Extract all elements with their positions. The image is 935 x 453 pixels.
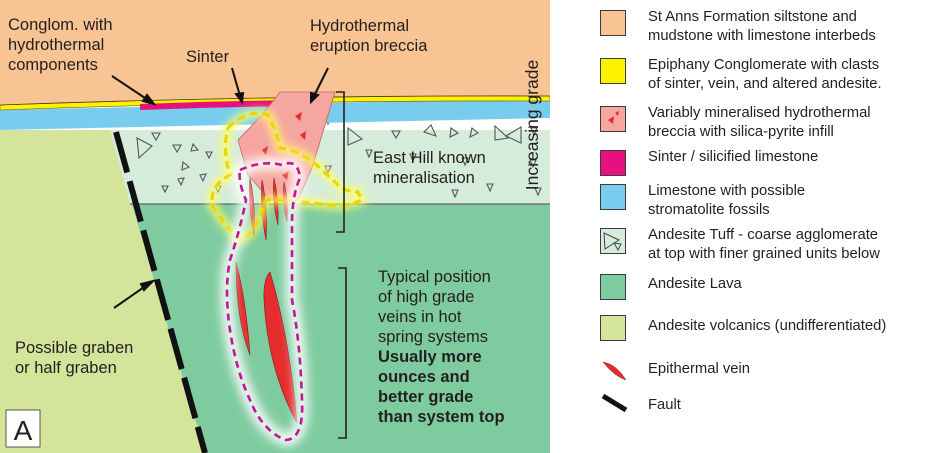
conglom-label: Conglom. with hydrothermal components: [8, 16, 113, 74]
label-line: Conglom. with: [8, 16, 113, 34]
label-line: eruption breccia: [310, 37, 428, 55]
legend-label-breccia: Variably mineralised hydrothermal brecci…: [648, 104, 935, 141]
label-line: better grade: [378, 388, 473, 406]
legend-swatch-st-anns: [600, 10, 626, 36]
legend-item-limestone: Limestone with possible stromatolite fos…: [600, 182, 935, 222]
label-line: or half graben: [15, 359, 117, 377]
label-line: Typical position: [378, 268, 491, 286]
label-line: Hydrothermal: [310, 17, 409, 35]
legend-swatch-sinter: [600, 150, 626, 176]
legend-label-fault: Fault: [648, 396, 935, 415]
geological-cross-section: Conglom. with hydrothermal components Sint…: [0, 0, 550, 453]
label-line: mineralisation: [373, 169, 475, 187]
panel-letter: A: [14, 415, 33, 446]
breccia-swatch-icon: [601, 107, 625, 131]
legend-label-andesite-lava: Andesite Lava: [648, 275, 935, 294]
legend-swatch-breccia: [600, 106, 626, 132]
legend-item-andesite-tuff: Andesite Tuff - coarse agglomerate at to…: [600, 226, 935, 266]
triangle-clast-icon: [601, 229, 625, 253]
fault-icon: [600, 390, 630, 420]
legend-swatch-limestone: [600, 184, 626, 210]
label-line: components: [8, 56, 98, 74]
label-line: Sinter: [186, 48, 230, 66]
legend-swatch-epiphany: [600, 58, 626, 84]
legend-label-st-anns: St Anns Formation siltstone and mudstone…: [648, 8, 935, 45]
legend-label-andesite-volcanics: Andesite volcanics (undifferentiated): [648, 317, 935, 336]
legend-swatch-andesite-tuff: [600, 228, 626, 254]
sinter-label: Sinter: [186, 48, 230, 66]
label-line: East Hill known: [373, 149, 486, 167]
legend-item-andesite-volcanics: Andesite volcanics (undifferentiated): [600, 313, 935, 353]
label-line: than system top: [378, 408, 505, 426]
legend-item-epithermal-vein: Epithermal vein: [600, 354, 935, 394]
legend-swatch-andesite-lava: [600, 274, 626, 300]
legend-swatch-andesite-volcanics: [600, 315, 626, 341]
label-line: Possible graben: [15, 339, 133, 357]
increasing-grade-label: Increasing grade: [521, 45, 543, 205]
legend-label-sinter: Sinter / silicified limestone: [648, 148, 935, 167]
legend-item-epiphany: Epiphany Conglomerate with clasts of sin…: [600, 56, 935, 96]
legend-label-epithermal-vein: Epithermal vein: [648, 360, 935, 379]
legend-label-epiphany: Epiphany Conglomerate with clasts of sin…: [648, 56, 935, 93]
legend-item-breccia: Variably mineralised hydrothermal brecci…: [600, 104, 935, 144]
label-line: of high grade: [378, 288, 474, 306]
legend-item-fault: Fault: [600, 390, 935, 430]
label-line: veins in hot: [378, 308, 462, 326]
label-line: hydrothermal: [8, 36, 104, 54]
label-line: Usually more: [378, 348, 482, 366]
label-line: spring systems: [378, 328, 488, 346]
epithermal-vein-icon: [600, 354, 630, 384]
label-line: ounces and: [378, 368, 470, 386]
legend-item-andesite-lava: Andesite Lava: [600, 272, 935, 312]
legend-label-andesite-tuff: Andesite Tuff - coarse agglomerate at to…: [648, 226, 935, 263]
legend-label-limestone: Limestone with possible stromatolite fos…: [648, 182, 935, 219]
legend-item-st-anns: St Anns Formation siltstone and mudstone…: [600, 8, 935, 48]
